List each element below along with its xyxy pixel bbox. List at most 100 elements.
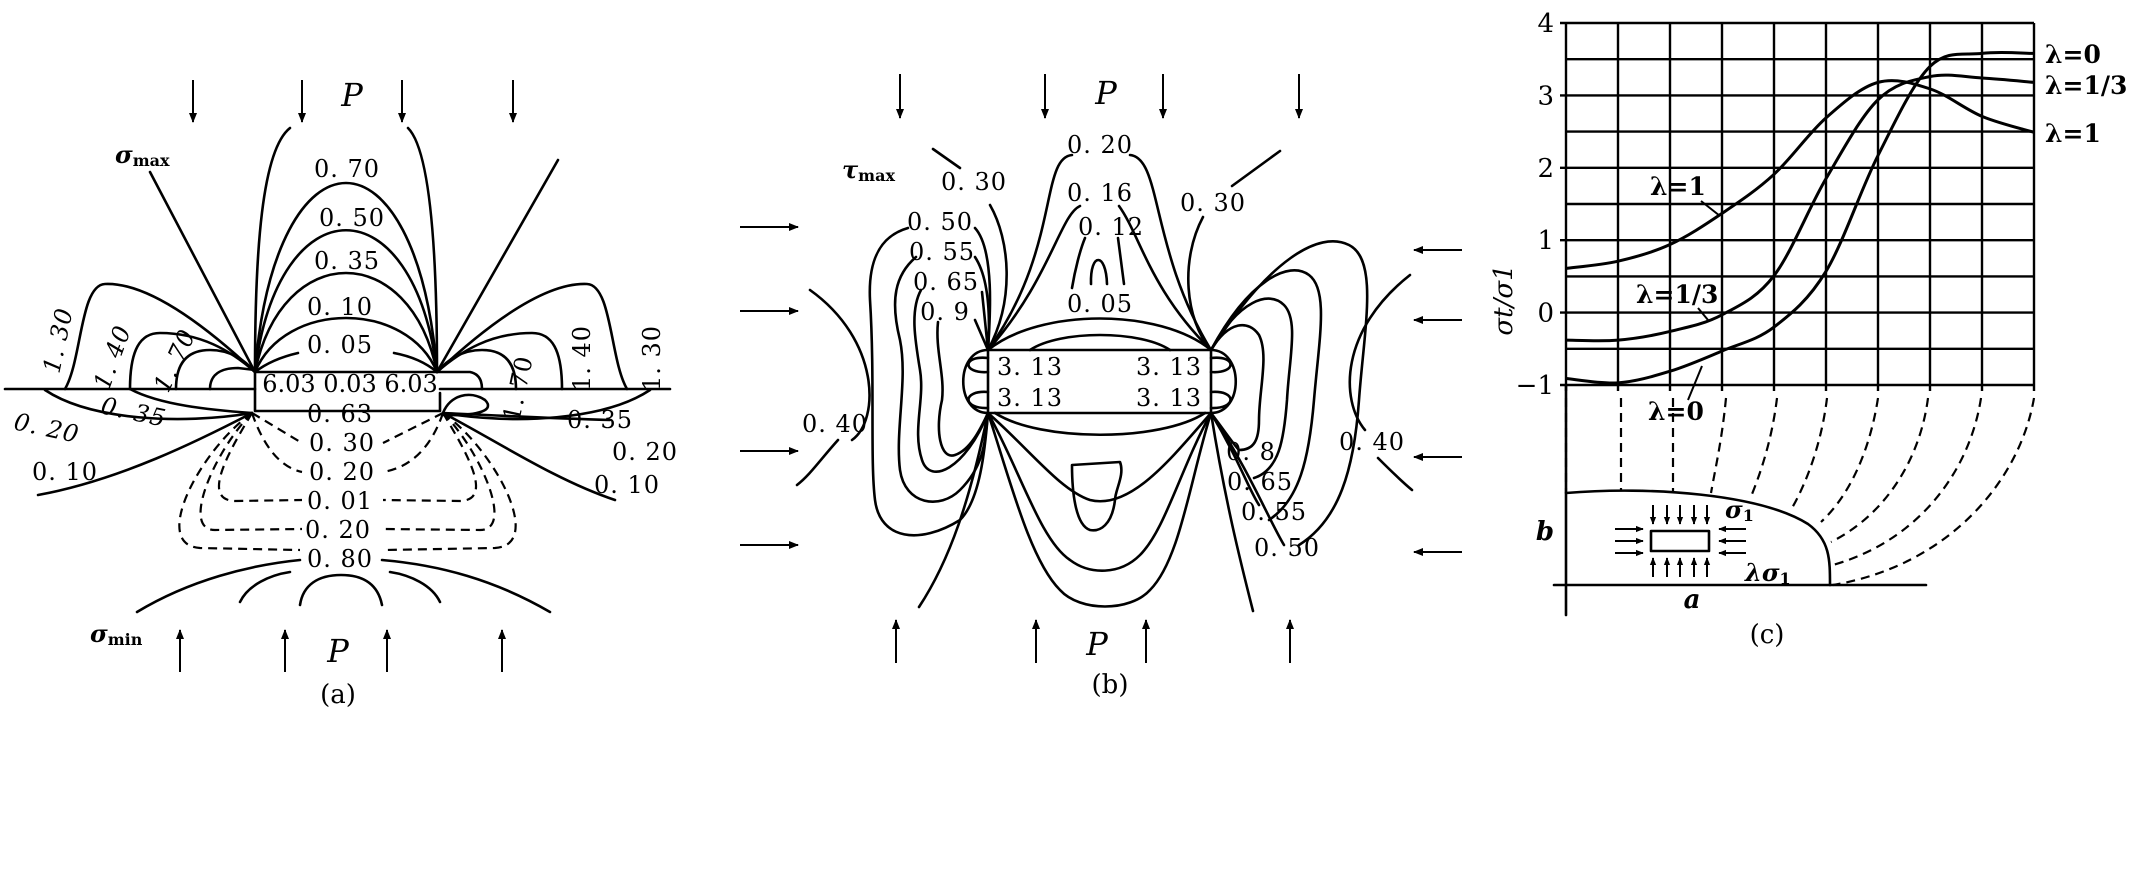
contour-label: 0. 35: [567, 406, 633, 434]
caption-a: (a): [320, 680, 356, 710]
load-arrows-right: [1413, 246, 1462, 556]
contour-label: 0. 10: [594, 471, 660, 499]
contour-label: 3. 13: [1136, 353, 1202, 381]
projection-line: [1830, 397, 1930, 543]
contour-line-0.30: [1187, 149, 1282, 352]
contour-label: 0. 05: [307, 331, 373, 359]
panel-b: P τmax: [740, 74, 1462, 700]
projection-line: [1820, 397, 1880, 523]
contour-label: 0. 63: [307, 400, 373, 428]
inset-label-sigma1: σ1: [1725, 495, 1754, 525]
dashed-contour-0.30: [251, 412, 303, 444]
contour-label: 0. 50: [907, 208, 973, 236]
contour-label: 0. 80: [307, 545, 373, 573]
contour-line-0.20: [986, 153, 1213, 352]
contour-label: 0. 16: [1067, 179, 1133, 207]
contour-line-0.50: [253, 229, 439, 374]
contour-line: [253, 126, 292, 374]
contour-line-0.05: [253, 351, 439, 374]
contour-line: [986, 411, 1213, 572]
inset-opening-rect: [1649, 529, 1711, 553]
inner-label-lambda-1: λ=1: [1650, 172, 1706, 201]
dashed-contour-0.20: [250, 412, 303, 474]
contour-line-0.10: [441, 411, 617, 502]
dashed-contour-0.20: [382, 412, 445, 474]
contour-label: 0. 20: [612, 438, 678, 466]
series-line--0: [1565, 50, 2035, 385]
end-label-lambda-1-3: λ=1/3: [2045, 71, 2127, 100]
leader-line: [1687, 365, 1703, 401]
contour-label: 0. 01: [307, 487, 373, 515]
contour-label: 0. 40: [1339, 428, 1405, 456]
inset-axes: [1552, 383, 1928, 617]
contour-line-0.12: [1070, 236, 1126, 290]
contour-label: 0. 30: [1180, 189, 1246, 217]
load-label-top: P: [1094, 74, 1117, 112]
contour-line-1.30: [435, 282, 629, 391]
contour-labels-a: 0. 70 0. 50 0. 35 0. 10 0. 05 6.03 0.03 …: [11, 155, 678, 573]
contour-line: [986, 411, 1213, 503]
contour-line-0.05: [986, 317, 1213, 352]
contour-line-1.70: [435, 348, 518, 391]
contour-label: 0. 30: [309, 429, 375, 457]
inset-label-a: a: [1684, 585, 1701, 615]
contour-line-0.9: [936, 318, 990, 457]
contour-line: [435, 158, 560, 374]
projection-lines: [1564, 397, 2036, 587]
contour-label: 0. 40: [802, 410, 868, 438]
contour-lines-a: [3, 126, 672, 614]
contour-line: [406, 126, 439, 374]
contour-line-0.70: [253, 181, 439, 374]
inset-label-lambda-sigma1: λσ1: [1744, 558, 1791, 588]
contour-line: [1209, 297, 1294, 480]
sigma-min-label: σmin: [90, 619, 143, 649]
contour-label: 0. 35: [98, 392, 168, 433]
y-tick-label: −1: [1516, 371, 1554, 401]
contour-label: 0. 20: [309, 458, 375, 486]
contour-line-0.40: [795, 288, 871, 487]
caption-b: (b): [1092, 670, 1129, 700]
contour-line: [986, 411, 1213, 608]
right-lobes-b: [1209, 240, 1369, 547]
load-arrows-top: [189, 80, 517, 123]
y-tick-label: 4: [1537, 9, 1554, 39]
contour-line-0.35: [128, 387, 254, 415]
projection-line: [1791, 397, 1829, 509]
contour-label: 0. 8: [1226, 438, 1276, 466]
inner-label-lambda-0: λ=0: [1648, 397, 1704, 426]
load-label-bottom: P: [1085, 625, 1108, 663]
dashed-contour: [178, 412, 301, 552]
contour-label: 0. 20: [305, 516, 371, 544]
contour-line-1.70: [174, 348, 257, 391]
dashed-contour: [384, 412, 517, 552]
contour-label: 1. 70: [148, 325, 201, 397]
contour-loop: [961, 348, 990, 415]
contour-label: 0. 9: [920, 298, 970, 326]
contour-line-0.80: [380, 558, 552, 614]
y-tick-label: 3: [1537, 81, 1554, 111]
contour-line-0.40: [1348, 273, 1414, 492]
load-arrows-top: [896, 74, 1303, 119]
leader-line: [1700, 200, 1721, 217]
contour-label: 0. 55: [1241, 498, 1307, 526]
y-tick-label: 2: [1537, 154, 1554, 184]
projection-line: [1832, 397, 1983, 567]
contour-line: [208, 366, 257, 391]
plot-series: [1565, 50, 2035, 385]
dashed-contour-0.01: [382, 412, 478, 503]
panel-a: P σmax: [3, 76, 678, 710]
contour-line: [1028, 333, 1172, 352]
opening-outline: [253, 370, 484, 413]
contour-line: [238, 570, 292, 604]
contour-line: [1209, 323, 1265, 452]
end-label-lambda-0: λ=0: [2045, 40, 2101, 69]
contour-label: 0. 12: [1078, 213, 1144, 241]
leader-line: [1697, 307, 1709, 321]
dashed-contour-0.20: [199, 412, 303, 532]
contour-label: 3. 13: [997, 353, 1063, 381]
contour-line: [1209, 269, 1323, 522]
left-lobes-b: [868, 226, 992, 537]
